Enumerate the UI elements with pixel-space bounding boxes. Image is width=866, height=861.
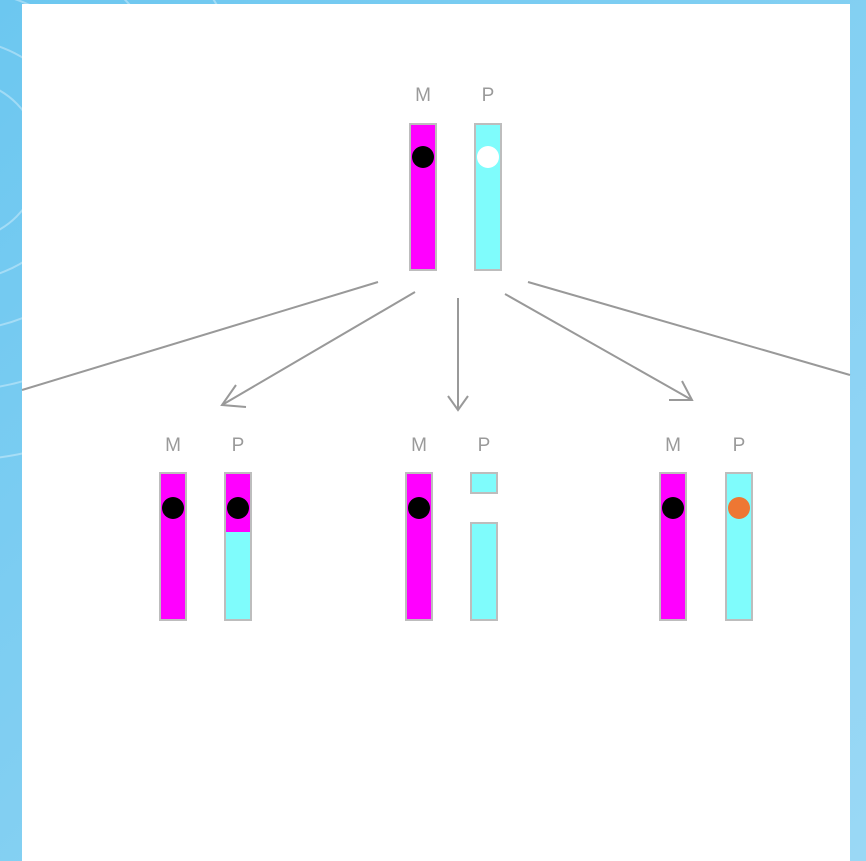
branch-line-far-right: [527, 281, 851, 376]
outcome-3-maternal-allele: [662, 497, 684, 519]
outcome-1-paternal-label: P: [231, 435, 245, 456]
arrowhead-right: [669, 380, 694, 401]
outcome-2-paternal-label: P: [477, 435, 491, 456]
parent-maternal-chromosome: [409, 123, 437, 271]
outcome-1-pair: [159, 472, 252, 621]
branch-line-right: [504, 293, 693, 401]
parent-chromosome-pair: [409, 123, 502, 271]
parent-maternal-allele: [412, 146, 434, 168]
outcome-2-maternal-chromosome: [405, 472, 433, 621]
outcome-3-pair: [659, 472, 753, 621]
outcome-3-paternal-chromosome: [725, 472, 753, 621]
outcome-1-maternal-allele: [162, 497, 184, 519]
outcome-1-paternal-allele: [227, 497, 249, 519]
outcome-3-paternal-label: P: [732, 435, 746, 456]
outcome-2-paternal-chromosome-top: [470, 472, 498, 494]
outcome-1-maternal-chromosome: [159, 472, 187, 621]
parent-maternal-label: M: [415, 85, 431, 106]
arrowhead-left: [220, 384, 247, 408]
branch-line-left: [221, 291, 416, 406]
outcome-3-paternal-allele: [728, 497, 750, 519]
outcome-2-paternal-chromosome-bottom: [470, 522, 498, 621]
parent-paternal-chromosome: [474, 123, 502, 271]
arrowhead-center: [447, 395, 469, 412]
parent-paternal-allele: [477, 146, 499, 168]
outcome-2-maternal-allele: [408, 497, 430, 519]
outcome-2-maternal-label: M: [411, 435, 427, 456]
outcome-2-pair: [405, 472, 498, 621]
branch-line-far-left: [21, 281, 379, 391]
outcome-3-maternal-chromosome: [659, 472, 687, 621]
parent-paternal-label: P: [481, 85, 495, 106]
outcome-3-maternal-label: M: [665, 435, 681, 456]
outcome-1-maternal-label: M: [165, 435, 181, 456]
